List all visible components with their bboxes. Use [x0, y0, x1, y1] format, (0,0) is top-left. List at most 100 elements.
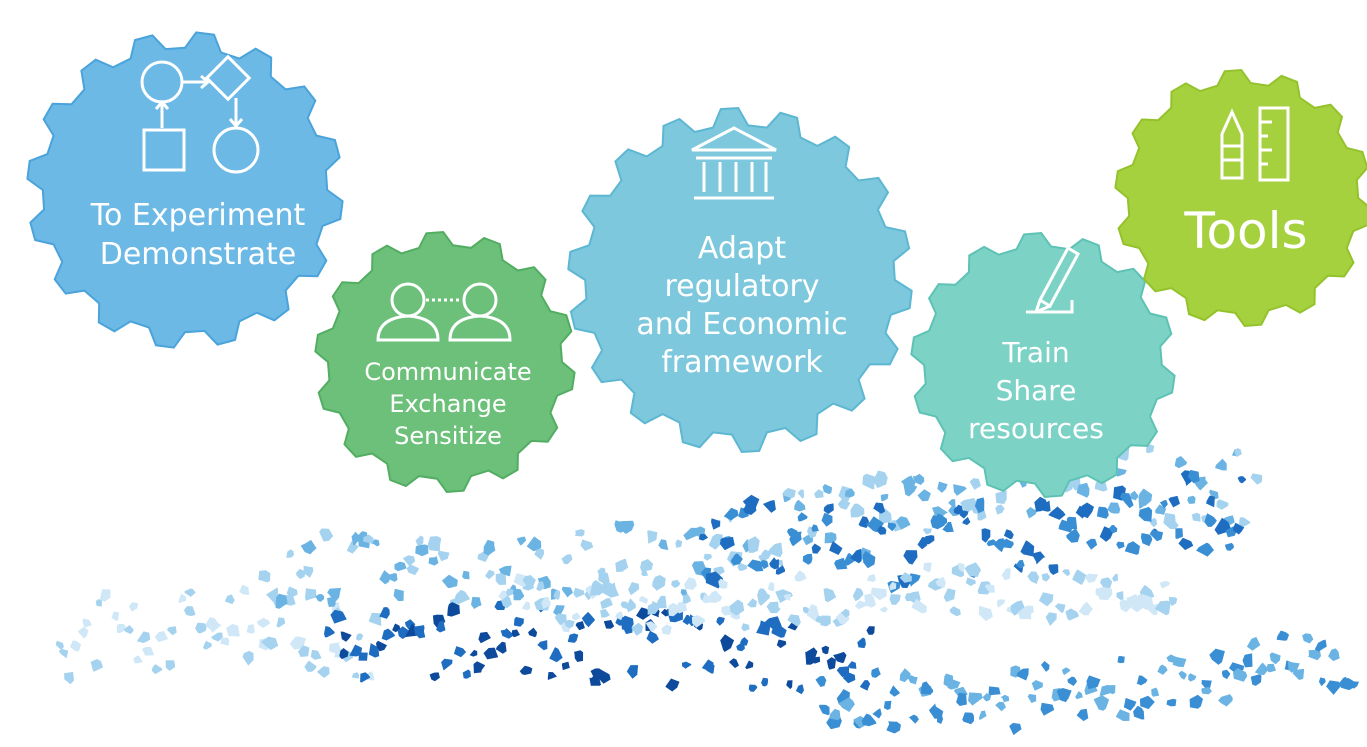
gear-tools-line-1: Tools [1183, 202, 1307, 260]
river-tile [705, 571, 723, 589]
river-tile [1239, 517, 1251, 527]
river-tile [794, 570, 807, 582]
river-tile [618, 520, 635, 534]
river-tile [899, 668, 911, 683]
river-tile [300, 539, 317, 555]
river-tile [1015, 559, 1025, 569]
river-tile [1031, 680, 1043, 691]
river-tile [901, 475, 916, 492]
river-tile [1020, 540, 1035, 557]
river-tile [1215, 458, 1227, 471]
river-tile [834, 557, 848, 570]
river-tile [58, 649, 69, 659]
river-tile [1237, 476, 1247, 484]
river-tile [964, 562, 982, 577]
river-tile [166, 626, 177, 636]
river-tile [537, 640, 548, 651]
river-tile [706, 665, 715, 674]
process-flow-icon [140, 54, 260, 174]
river-tile [239, 584, 250, 595]
river-tile [1040, 702, 1055, 716]
river-tile [736, 643, 745, 652]
river-tile [684, 577, 697, 590]
river-tile [1066, 528, 1080, 543]
river-tile [886, 721, 901, 734]
river-tile [995, 504, 1005, 515]
river-tile [485, 569, 495, 580]
river-tile [883, 700, 892, 710]
river-tile [406, 564, 419, 576]
river-tile [741, 623, 750, 632]
river-tile [1209, 648, 1225, 665]
river-tile [379, 607, 390, 619]
river-tile [943, 588, 956, 602]
river-tile [1136, 675, 1148, 686]
gear-communicate-line-1: Communicate [364, 358, 531, 386]
river-tile [526, 536, 542, 552]
river-tile [447, 602, 460, 617]
river-tile [1067, 676, 1078, 686]
river-tile [959, 510, 969, 519]
river-tile [917, 489, 931, 502]
river-tile [923, 528, 933, 535]
river-tile [682, 594, 691, 604]
river-tile [516, 536, 527, 546]
river-tile [823, 503, 834, 515]
gear-communicate: Communicate Exchange Sensitize [314, 230, 576, 494]
river-tile [574, 529, 585, 537]
river-tile [698, 533, 709, 541]
river-tile [260, 636, 279, 651]
river-tile [256, 617, 270, 628]
river-tile [469, 649, 478, 657]
river-tile [956, 692, 967, 706]
river-tile [1292, 668, 1305, 680]
river-tile [776, 639, 787, 649]
river-tile [495, 641, 507, 654]
river-tile [802, 553, 813, 565]
river-tile [574, 650, 584, 662]
gear-communicate-line-3: Sensitize [394, 422, 502, 450]
river-tile [942, 521, 954, 533]
river-tile [513, 573, 529, 588]
river-tile [404, 619, 416, 631]
river-tile [1172, 656, 1187, 667]
river-tile [876, 525, 887, 535]
river-tile [748, 684, 758, 692]
river-tile [769, 557, 779, 570]
pencil-ruler-icon [1220, 106, 1290, 182]
river-tile [962, 516, 971, 526]
river-tile [850, 548, 862, 564]
river-tile [729, 599, 745, 616]
river-tile [1084, 573, 1099, 583]
river-tile [471, 596, 482, 609]
river-tile [219, 637, 230, 646]
river-tile [1038, 592, 1054, 607]
river-tile [340, 631, 352, 642]
river-tile [567, 633, 579, 643]
river-tile [1266, 663, 1277, 673]
river-tile [631, 622, 643, 636]
gear-experiment-line-2: Demonstrate [100, 237, 296, 272]
gear-adapt-line-1: Adapt [698, 231, 786, 266]
river-tile [880, 494, 889, 502]
river-tile [1077, 502, 1094, 519]
river-tile [1116, 541, 1125, 549]
river-tile [984, 584, 995, 593]
river-tile [838, 697, 855, 712]
river-tile [676, 602, 688, 614]
river-tile [845, 488, 855, 498]
river-tile [823, 588, 837, 603]
river-tile [1078, 601, 1093, 616]
river-tile [1041, 573, 1051, 582]
river-tile [428, 555, 439, 566]
river-tile [703, 553, 712, 561]
river-tile [304, 660, 317, 672]
river-tile [276, 617, 286, 628]
river-tile [534, 548, 545, 560]
gear-adapt-line-3: and Economic [636, 307, 847, 342]
river-tile [1072, 569, 1087, 585]
river-tile [303, 565, 314, 578]
river-tile [500, 628, 515, 639]
river-tile [833, 651, 847, 664]
river-tile [728, 658, 739, 669]
